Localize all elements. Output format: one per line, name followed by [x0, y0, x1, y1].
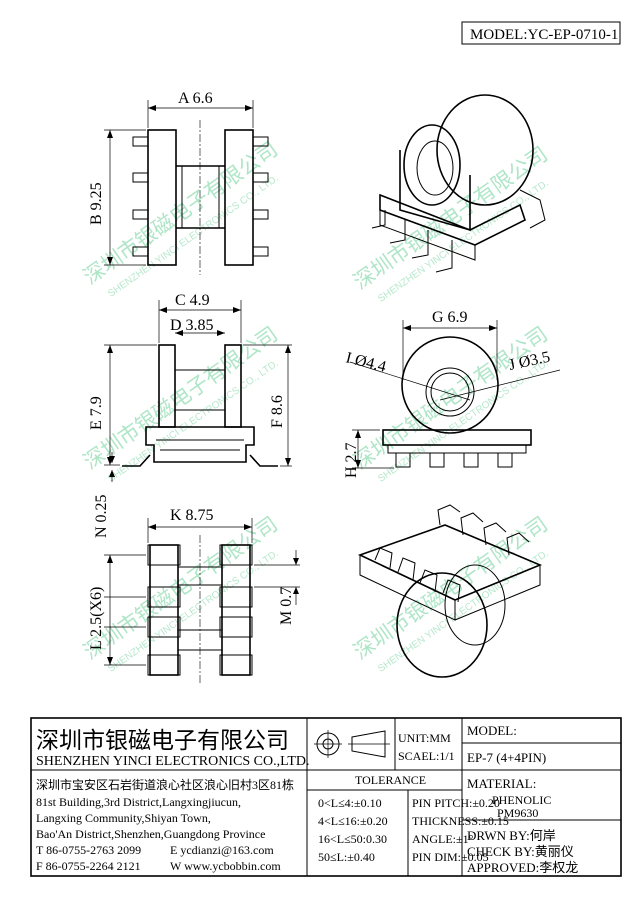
dim-c: C 4.9	[175, 292, 210, 309]
bottom-view: K 8.75 L 2.5(X6) M 0.7	[88, 507, 300, 685]
website: W www.ycbobbin.com	[170, 859, 281, 873]
tolerance-row: 0<L≤4:±0.10	[318, 796, 382, 810]
tolerance-row: 50≤L:±0.40	[318, 850, 375, 864]
tolerance-right: PIN PITCH:±0.20	[412, 796, 500, 810]
title-block: 深圳市银磁电子有限公司 SHENZHEN YINCI ELECTRONICS C…	[30, 717, 622, 877]
dim-f: F 8.6	[269, 395, 286, 428]
model-value: EP-7 (4+4PIN)	[467, 750, 546, 765]
dim-a: A 6.6	[178, 90, 213, 107]
model-title: MODEL:YC-EP-0710-1	[470, 27, 618, 43]
iso-view-bottom	[357, 504, 543, 678]
company-name-cn: 深圳市银磁电子有限公司	[36, 728, 289, 753]
tolerance-right: PIN DIM:±0.05	[412, 850, 489, 864]
dim-n: N 0.25	[93, 494, 110, 538]
model-label: MODEL:	[467, 723, 517, 738]
scale: SCAEL:1/1	[398, 749, 455, 763]
dim-l: L 2.5(X6)	[88, 587, 105, 650]
top-view: A 6.6 B 9.25	[88, 90, 269, 275]
email: E ycdianzi@163.com	[170, 843, 274, 857]
tolerance-title: TOLERANCE	[355, 773, 426, 787]
material-value-2: PM9630	[497, 806, 538, 820]
dim-d: D 3.85	[170, 317, 214, 334]
side-view: C 4.9 D 3.85 E 7.9 F 8.6 N 0.25	[88, 292, 292, 538]
dim-i: I Ø4.4	[344, 349, 388, 375]
dim-h: H 2.7	[343, 442, 360, 478]
dim-m: M 0.7	[278, 587, 295, 625]
tolerance-row: 16<L≤50:0.30	[318, 832, 387, 846]
address-cn: 深圳市宝安区石岩街道浪心社区浪心旧村3区81栋	[36, 777, 294, 792]
material-value-1: PHENOLIC	[492, 793, 551, 807]
company-name-en: SHENZHEN YINCI ELECTRONICS CO.,LTD.	[36, 754, 310, 769]
approved-by: APPROVED:李权龙	[467, 860, 578, 875]
address-line-1: 81st Building,3rd District,Langxingjiucu…	[36, 795, 241, 809]
tel: T 86-0755-2763 2099	[36, 843, 141, 857]
unit: UNIT:MM	[398, 731, 451, 745]
dim-k: K 8.75	[170, 507, 214, 524]
projection-symbol-icon	[314, 730, 390, 758]
address-line-3: Bao'An District,Shenzhen,Guangdong Provi…	[36, 827, 265, 841]
watermark-cn: 深圳市银磁电子有限公司	[349, 322, 552, 474]
tolerance-right: ANGLE:±1°	[412, 832, 474, 846]
watermark-cn: 深圳市银磁电子有限公司	[79, 137, 282, 289]
dim-b: B 9.25	[88, 182, 105, 225]
dim-e: E 7.9	[88, 396, 105, 430]
fax: F 86-0755-2264 2121	[36, 859, 141, 873]
checked-by: CHECK BY:黄丽仪	[467, 844, 574, 859]
material-label: MATERIAL:	[467, 776, 536, 791]
tolerance-right: THICKNESS:±0.15	[412, 814, 509, 828]
title-box	[461, 21, 621, 45]
iso-view-top	[371, 94, 546, 273]
tolerance-row: 4<L≤16:±0.20	[318, 814, 388, 828]
dim-g: G 6.9	[432, 309, 468, 326]
address-line-2: Langxing Community,Shiyan Town,	[36, 811, 211, 825]
drawn-by: DRWN BY:何岸	[467, 828, 556, 843]
